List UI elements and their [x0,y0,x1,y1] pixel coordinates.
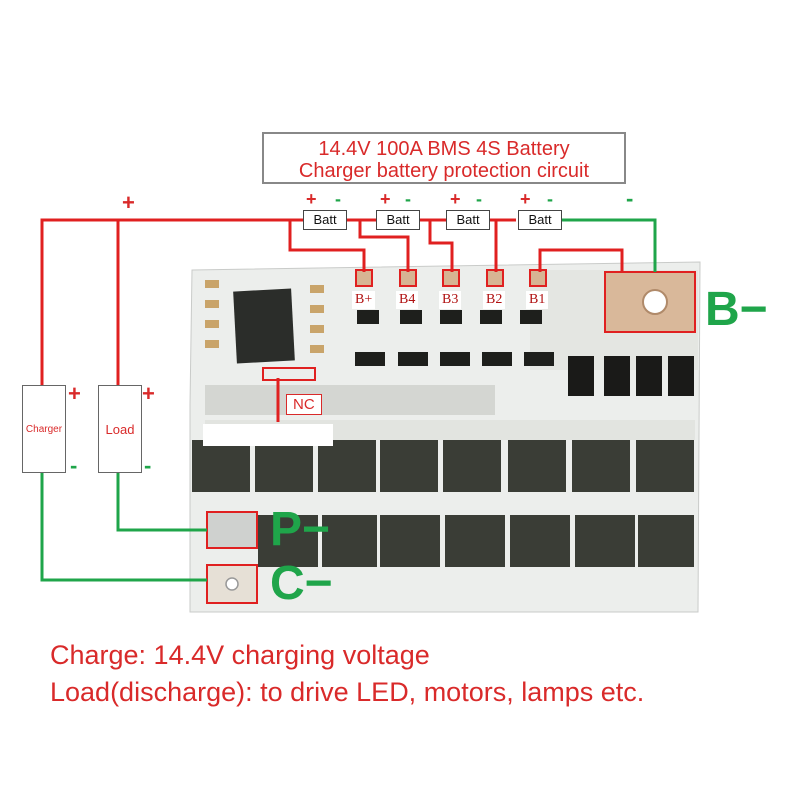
batt2-plus: + [380,189,391,209]
batt2-minus: - [405,189,411,209]
charger-box: Charger [22,385,66,473]
balance-resistors [355,310,554,366]
copper-bus [205,385,495,415]
p-minus-label: P− [270,503,331,556]
load-plus: + [142,381,155,406]
title-line-1: 14.4V 100A BMS 4S Battery [318,138,570,160]
charge-caption: Charge: 14.4V charging voltage [50,640,430,670]
battery-cell-2: Batt [376,210,420,230]
batt4-plus: + [520,189,531,209]
masked-area [203,424,333,446]
positive-wires [40,218,624,422]
mosfet-row-top [192,440,694,492]
main-plus-sign: + [122,190,135,215]
pad-label-b3: B3 [439,291,462,309]
batt1-minus: - [335,189,341,209]
battery-cell-3: Batt [446,210,490,230]
charger-plus: + [68,381,81,406]
control-ic [233,288,295,364]
nc-label: NC [286,394,322,415]
batt3-plus: + [450,189,461,209]
pad-label-b1: B1 [526,291,549,309]
charger-minus: - [70,453,78,478]
b-minus-terminal [604,271,696,333]
nc-connector [262,367,316,381]
smd-components [205,280,324,353]
load-label: Load [105,421,135,437]
battery-cell-1: Batt [303,210,347,230]
load-minus: - [144,453,152,478]
batt4-minus: - [547,189,553,209]
charger-label: Charger [25,423,63,435]
load-caption: Load(discharge): to drive LED, motors, l… [50,677,645,707]
title-line-2: Charger battery protection circuit [298,160,590,182]
c-minus-pad [206,564,258,604]
c-minus-label: C− [270,557,333,610]
shunt-resistors [568,356,694,396]
batt1-plus: + [306,189,317,209]
p-minus-pad [206,511,258,549]
diagram-title: 14.4V 100A BMS 4S Battery Charger batter… [262,132,626,184]
pad-label-b4: B4 [396,291,419,309]
balance-pads [355,269,547,287]
pad-label-b2: B2 [483,291,506,309]
negative-wires [40,218,657,582]
pad-label-b-plus: B+ [352,291,376,309]
batt3-minus: - [476,189,482,209]
b-minus-label: B− [705,283,768,336]
mosfet-row-bottom [258,515,694,567]
load-box: Load [98,385,142,473]
battery-cell-4: Batt [518,210,562,230]
main-minus-sign: - [626,186,634,211]
